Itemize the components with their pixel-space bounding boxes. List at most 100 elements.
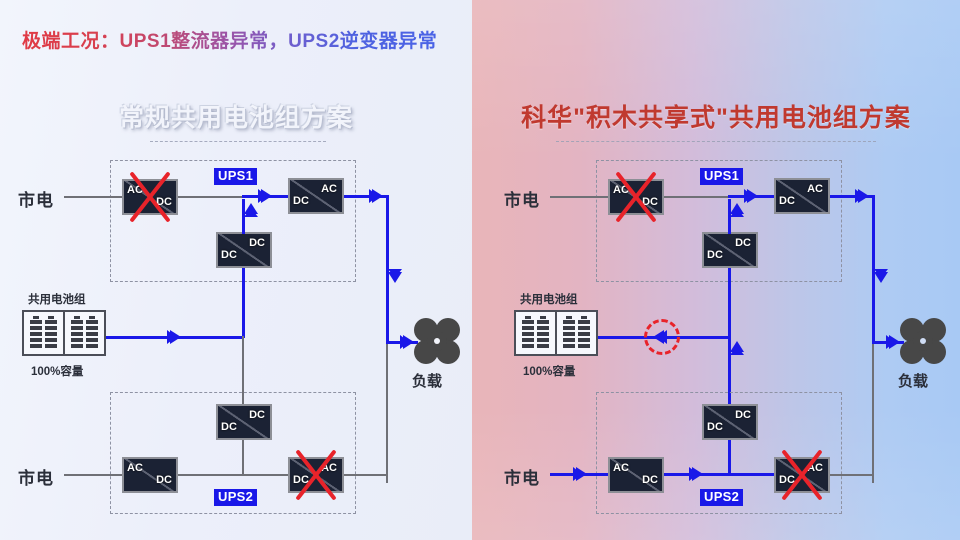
right-output-bus-lower-idle <box>872 343 874 483</box>
left-dcdc-top-out-line <box>242 199 245 234</box>
right-inverter-bottom-out-line <box>830 474 874 476</box>
right-mains-top-line <box>550 196 610 198</box>
left-title-underline <box>150 141 326 142</box>
left-inverter-top-out-line <box>344 195 388 198</box>
converter-output-label: DC <box>249 409 265 421</box>
converter-diagonal <box>610 181 662 213</box>
left-dcdc-top: DC DC <box>216 232 272 268</box>
converter-input-label: AC <box>613 462 629 474</box>
page-headline: 极端工况：UPS1整流器异常，UPS2逆变器异常 <box>22 26 437 53</box>
converter-diagonal <box>704 406 756 438</box>
right-title-underline <box>556 141 876 142</box>
converter-input-label: DC <box>221 421 237 433</box>
converter-input-label: AC <box>127 184 143 196</box>
left-mains-top-label: 市电 <box>18 191 54 210</box>
converter-input-label: AC <box>613 184 629 196</box>
converter-output-label: AC <box>807 462 823 474</box>
left-inverter-top-out-arrow <box>369 189 383 203</box>
right-inverter-top: DC AC <box>774 178 830 214</box>
battery-cell <box>563 316 575 348</box>
converter-output-label: DC <box>156 196 172 208</box>
left-ups2-dc-link <box>178 474 290 476</box>
right-output-bus-arrow <box>874 269 888 283</box>
right-ups1-enclosure <box>596 160 842 282</box>
right-mains-top-label: 市电 <box>504 191 540 210</box>
left-mains-top-line <box>64 196 124 198</box>
right-load-icon <box>900 318 946 364</box>
converter-output-label: DC <box>642 196 658 208</box>
converter-output-label: AC <box>807 183 823 195</box>
right-battery-capacity: 100%容量 <box>523 366 576 378</box>
battery-cabinet <box>555 312 596 354</box>
converter-input-label: AC <box>127 462 143 474</box>
right-dcbus-to-inverter-arrow <box>744 189 758 203</box>
right-ups2-dc-arrow <box>689 467 703 481</box>
right-dcdc-bottom: DC DC <box>702 404 758 440</box>
converter-diagonal <box>290 459 342 491</box>
converter-output-label: DC <box>642 474 658 486</box>
left-dcdc-top-out-arrow <box>244 203 258 217</box>
left-battery-bus-down-idle <box>242 336 244 408</box>
left-ups1-tag: UPS1 <box>214 168 258 186</box>
converter-diagonal <box>124 181 176 213</box>
right-load-label: 负载 <box>898 373 929 390</box>
converter-diagonal <box>124 459 176 491</box>
right-ups2-tag: UPS2 <box>700 489 744 507</box>
left-battery-bank <box>22 310 106 356</box>
converter-diagonal <box>218 406 270 438</box>
right-dcdc-bottom-link <box>728 440 731 474</box>
right-inverter-bottom: DC AC <box>774 457 830 493</box>
left-dcdc-bottom-link <box>242 440 244 474</box>
right-inverter-top-out-line <box>830 195 874 198</box>
left-inverter-top: DC AC <box>288 178 344 214</box>
converter-output-label: DC <box>249 237 265 249</box>
right-dcdc-top-out-arrow <box>730 203 744 217</box>
right-panel-title: 科华"积木共享式"共用电池组方案 <box>521 104 911 132</box>
left-output-bus-line <box>386 195 389 343</box>
converter-output-label: DC <box>156 474 172 486</box>
battery-cabinet <box>63 312 104 354</box>
left-rectifier-top: AC DC <box>122 179 178 215</box>
battery-cabinet <box>516 312 555 354</box>
left-load-icon <box>414 318 460 364</box>
right-ups2-enclosure <box>596 392 842 514</box>
left-inverter-bottom: DC AC <box>288 457 344 493</box>
converter-input-label: DC <box>707 421 723 433</box>
converter-input-label: DC <box>293 474 309 486</box>
converter-diagonal <box>776 459 828 491</box>
converter-output-label: DC <box>735 409 751 421</box>
converter-output-label: DC <box>735 237 751 249</box>
left-battery-discharge-arrow <box>167 330 181 344</box>
right-battery-bus-down <box>728 336 731 408</box>
right-battery-title: 共用电池组 <box>520 294 578 306</box>
right-inverter-top-out-arrow <box>855 189 869 203</box>
right-rectifier-bottom: AC DC <box>608 457 664 493</box>
right-battery-bus-up-arrow <box>730 341 744 355</box>
converter-diagonal <box>290 180 342 212</box>
left-battery-title: 共用电池组 <box>28 294 86 306</box>
right-mains-bottom-arrow <box>573 467 587 481</box>
converter-input-label: DC <box>707 249 723 261</box>
battery-cell <box>45 316 57 348</box>
left-panel-title: 常规共用电池组方案 <box>118 104 353 132</box>
left-ups2-enclosure <box>110 392 356 514</box>
battery-cell <box>522 316 534 348</box>
left-load-label: 负载 <box>412 373 443 390</box>
left-inverter-bottom-out-line <box>344 474 388 476</box>
battery-cell <box>578 316 590 348</box>
left-ups1-dc-link <box>178 196 244 198</box>
converter-input-label: DC <box>779 474 795 486</box>
right-output-bus-line <box>872 195 875 343</box>
right-load-feed-arrow <box>886 335 900 349</box>
converter-output-label: AC <box>321 462 337 474</box>
left-rectifier-bottom: AC DC <box>122 457 178 493</box>
converter-diagonal <box>776 180 828 212</box>
right-dcdc-top: DC DC <box>702 232 758 268</box>
left-dcdc-bottom: DC DC <box>216 404 272 440</box>
right-dcdc-top-out-line <box>728 199 731 234</box>
right-battery-bus-up <box>728 268 731 338</box>
left-load-feed-arrow <box>400 335 414 349</box>
converter-input-label: DC <box>779 195 795 207</box>
right-mains-bottom-label: 市电 <box>504 469 540 488</box>
